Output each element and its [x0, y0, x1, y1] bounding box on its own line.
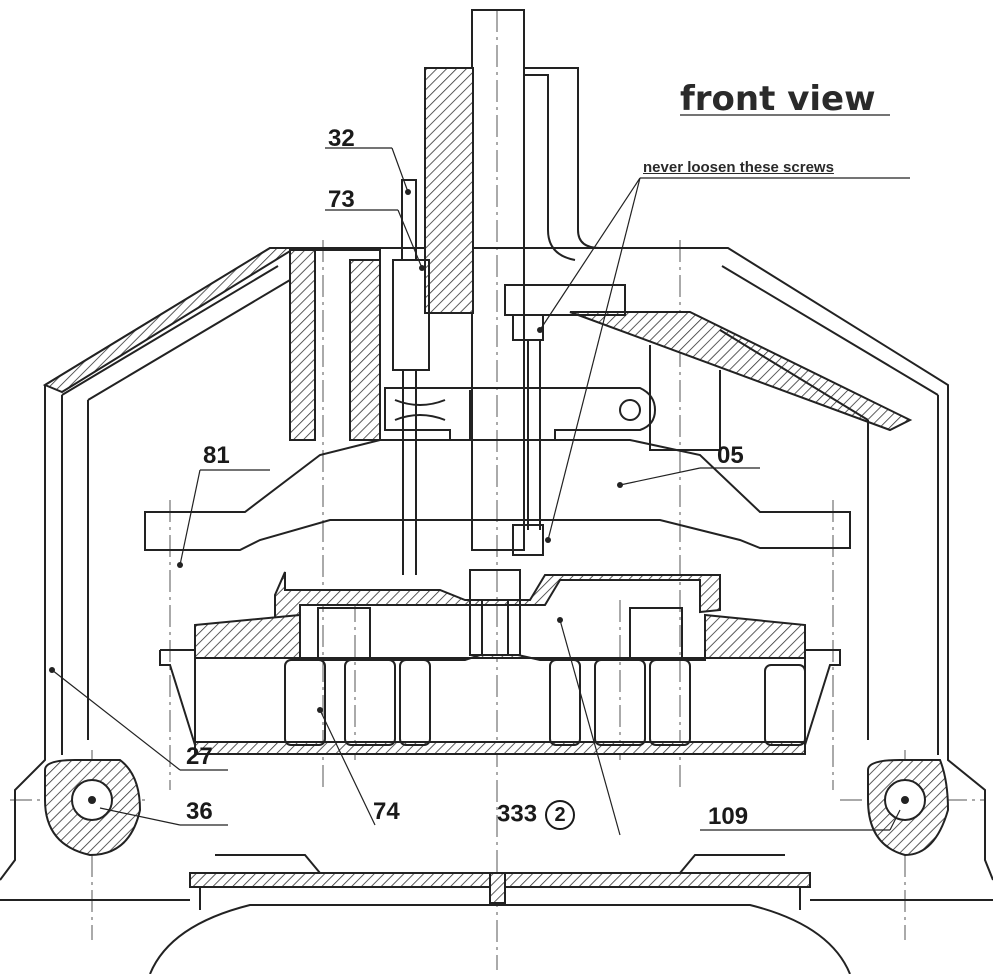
bracket-inner	[524, 74, 576, 261]
part-label-36: 36	[186, 798, 213, 825]
left-sleeve	[289, 249, 316, 441]
part-label-27: 27	[186, 743, 213, 770]
left-bearing	[44, 759, 142, 857]
clamp-bar	[504, 284, 626, 316]
bottom-bowl	[149, 904, 851, 974]
part-number-333: 333	[497, 800, 538, 828]
part-label-05: 05	[717, 442, 744, 469]
rotor-pockets	[284, 659, 806, 746]
left-sleeve-2	[349, 259, 381, 441]
cylinder-73	[392, 259, 430, 371]
part-label-32: 32	[328, 125, 355, 152]
lever-pivot	[619, 399, 641, 421]
part-label-81: 81	[203, 442, 230, 469]
part-label-73: 73	[328, 186, 355, 213]
leader-dots	[49, 189, 623, 713]
blade-left	[317, 607, 371, 661]
main-shaft	[471, 9, 525, 551]
upper-guide	[424, 67, 474, 314]
bracket	[524, 67, 700, 249]
view-title: front view	[680, 79, 876, 119]
right-sleeve	[649, 345, 721, 451]
leader-lines	[51, 114, 910, 836]
hub-inner	[481, 599, 509, 656]
warning-note: never loosen these screws	[643, 159, 834, 176]
outer-housing	[0, 247, 993, 881]
rotor-body	[160, 649, 841, 746]
blade-right	[629, 607, 683, 661]
lever-arm	[384, 387, 657, 441]
inner-housing	[61, 265, 939, 755]
part-label-109: 109	[708, 803, 749, 830]
part-label-74: 74	[373, 798, 400, 825]
hub	[469, 569, 521, 656]
circled-number: 2	[545, 800, 576, 830]
upper-bell	[144, 439, 851, 551]
inner-casing	[87, 279, 869, 740]
rotor-disk	[194, 613, 806, 661]
housing-rib-right	[569, 311, 913, 432]
housing-rib-left	[42, 247, 299, 394]
right-bearing	[867, 759, 950, 857]
clamp-screw-lower	[512, 524, 544, 556]
